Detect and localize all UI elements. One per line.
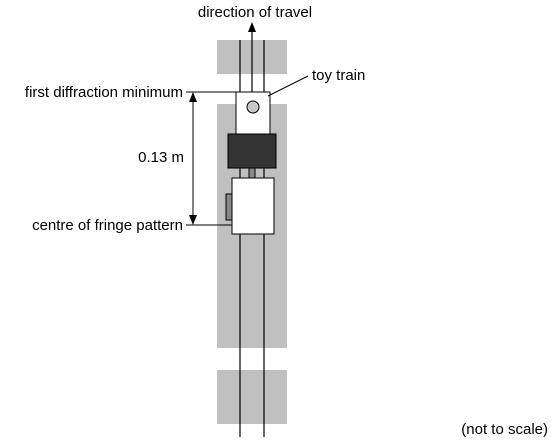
direction-arrowhead	[248, 22, 256, 32]
toy-train-label: toy train	[312, 67, 365, 84]
distance-arrowhead-bottom	[189, 215, 197, 225]
direction-label: direction of travel	[198, 4, 312, 21]
train-rear-car	[231, 177, 275, 235]
distance-arrowhead-top	[189, 92, 197, 102]
train-lamp	[246, 100, 260, 114]
train-front-car	[235, 91, 271, 135]
train-engine-cab	[227, 133, 277, 169]
train-side-handle	[225, 193, 233, 221]
distance-label: 0.13 m	[138, 149, 184, 166]
train-coupling	[248, 167, 256, 179]
toy-train-leader	[267, 75, 309, 97]
scale-note: (not to scale)	[461, 421, 548, 438]
toy-train	[225, 91, 277, 235]
first-min-label: first diffraction minimum	[25, 84, 183, 101]
centre-label: centre of fringe pattern	[32, 217, 183, 234]
fringe-band-bottom	[217, 370, 287, 424]
